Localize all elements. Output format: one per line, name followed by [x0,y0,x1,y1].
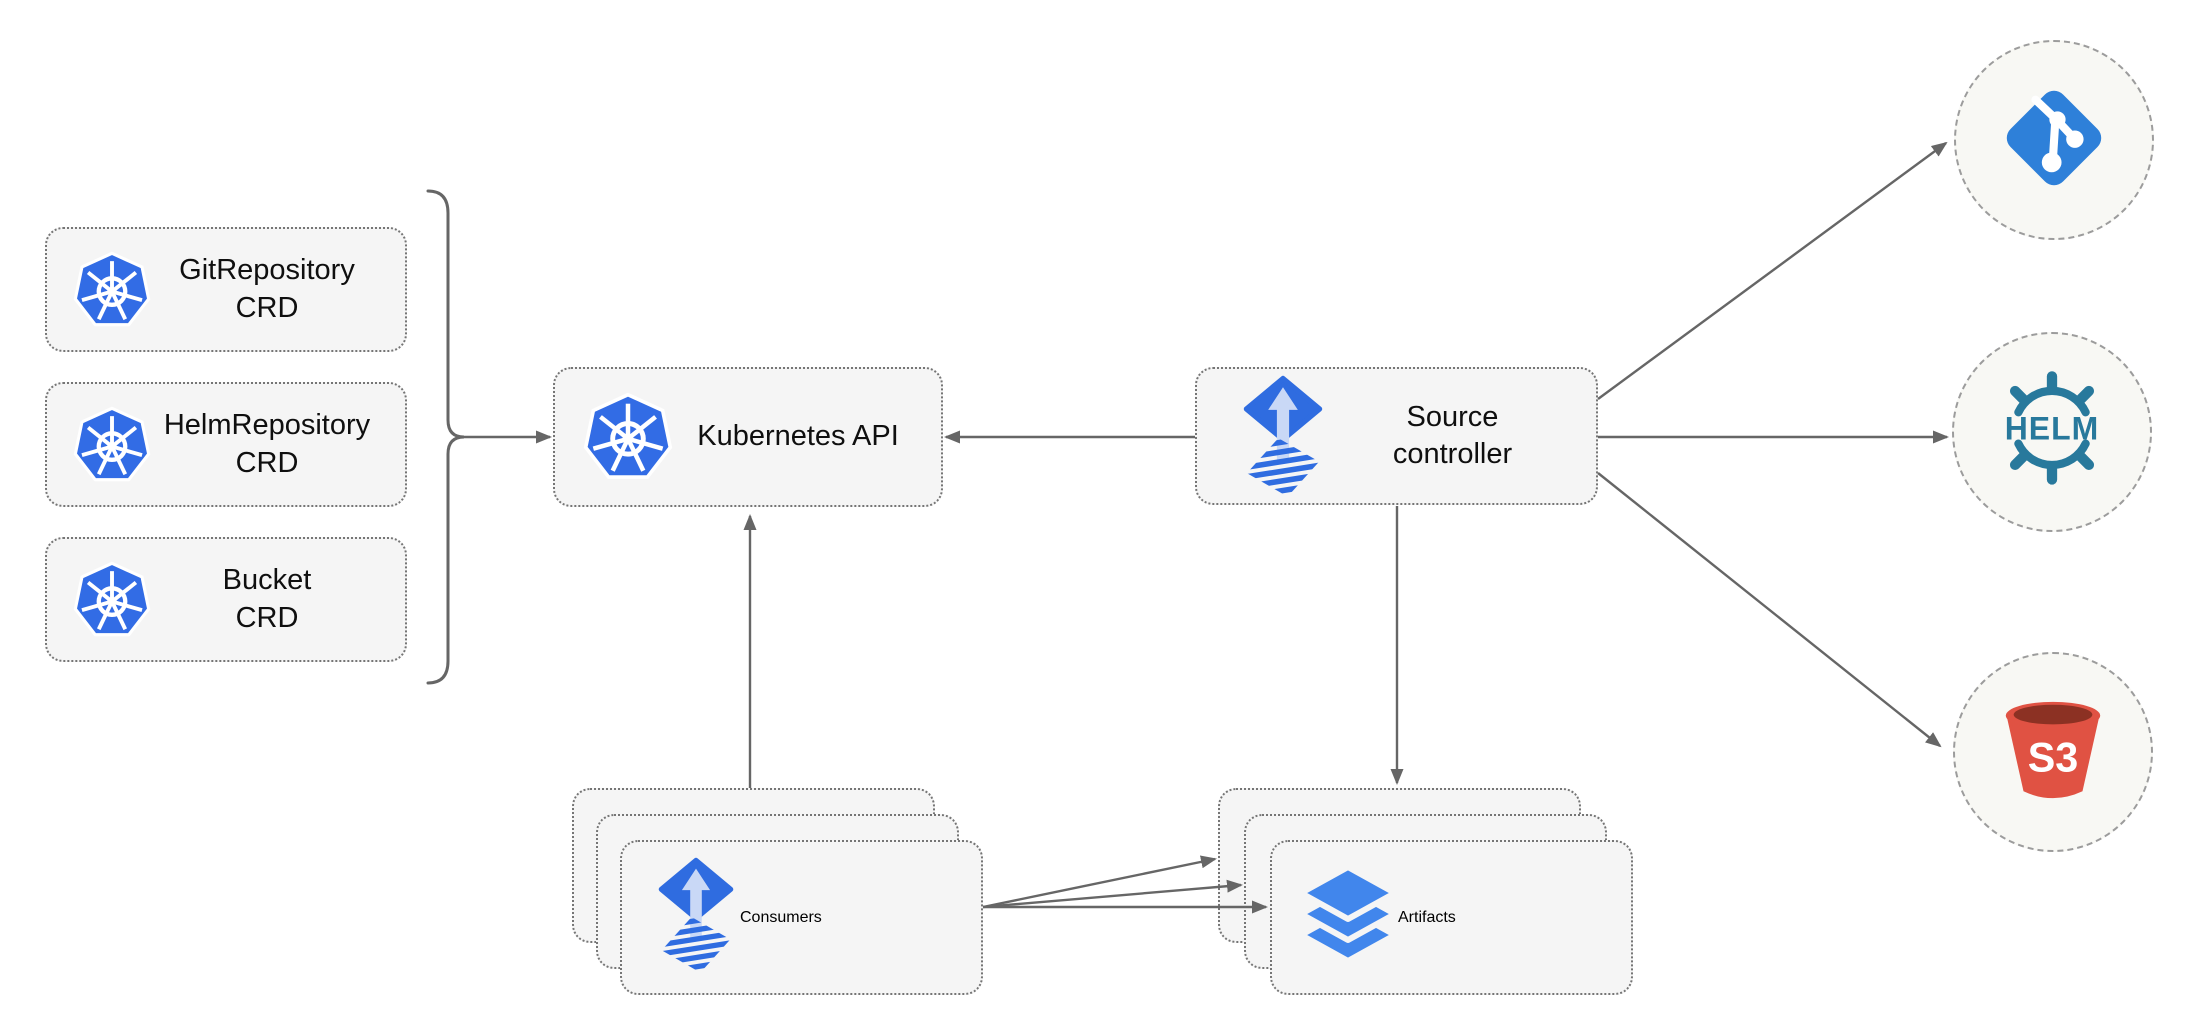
s3-bucket-icon: S3 [1994,691,2112,814]
kubernetes-icon [73,561,151,639]
kubernetes-icon [73,406,151,484]
node-label: Kubernetes API [673,418,923,455]
node-gitrepository-crd: GitRepository CRD [45,227,407,352]
label-line: GitRepository [179,254,355,287]
node-artifacts-stack: Artifacts [1218,788,1633,995]
node-label: Artifacts [1398,909,1456,927]
label-line: Artifacts [1398,908,1456,926]
helm-wordmark: HELM [2005,410,2100,446]
node-consumers: Consumers [620,840,983,995]
node-label: HelmRepository CRD [151,407,383,481]
external-helm: HELM [1952,332,2152,532]
arrow-consumers-to-artifacts-back [982,855,1217,909]
node-kubernetes-api: Kubernetes API [553,367,943,507]
label-line: Consumers [740,908,822,926]
label-line: controller [1392,438,1513,470]
kubernetes-icon [583,392,673,482]
node-source-controller: Source controller [1195,367,1598,505]
node-label: Source controller [1329,399,1576,473]
label-line: CRD [235,291,299,324]
node-artifacts: Artifacts [1270,840,1633,995]
helm-icon: HELM [1985,363,2119,502]
label-line: Kubernetes API [697,420,899,453]
external-s3: S3 [1953,652,2153,852]
node-helmrepository-crd: HelmRepository CRD [45,382,407,507]
node-label: Bucket CRD [151,562,383,636]
label-line: HelmRepository [163,409,371,442]
git-icon [1996,80,2112,201]
arrow-source-controller-to-s3 [1597,472,1942,748]
external-git [1954,40,2154,240]
node-bucket-crd: Bucket CRD [45,537,407,662]
label-line: Bucket [222,564,312,597]
kubernetes-icon [73,251,151,329]
node-label: Consumers [740,909,822,927]
crd-group-bracket [426,189,465,685]
arrow-source-controller-to-git [1597,141,1948,400]
node-label: GitRepository CRD [151,252,383,326]
label-line: CRD [235,601,299,634]
flux-icon [652,857,740,978]
label-line: CRD [235,446,299,479]
layers-icon [1298,864,1398,970]
label-line: Source [1406,400,1499,433]
node-consumers-stack: Consumers [572,788,983,995]
arrow-consumers-to-artifacts-middle [982,879,1243,909]
flux-icon [1237,375,1329,497]
s3-wordmark: S3 [2028,734,2079,780]
